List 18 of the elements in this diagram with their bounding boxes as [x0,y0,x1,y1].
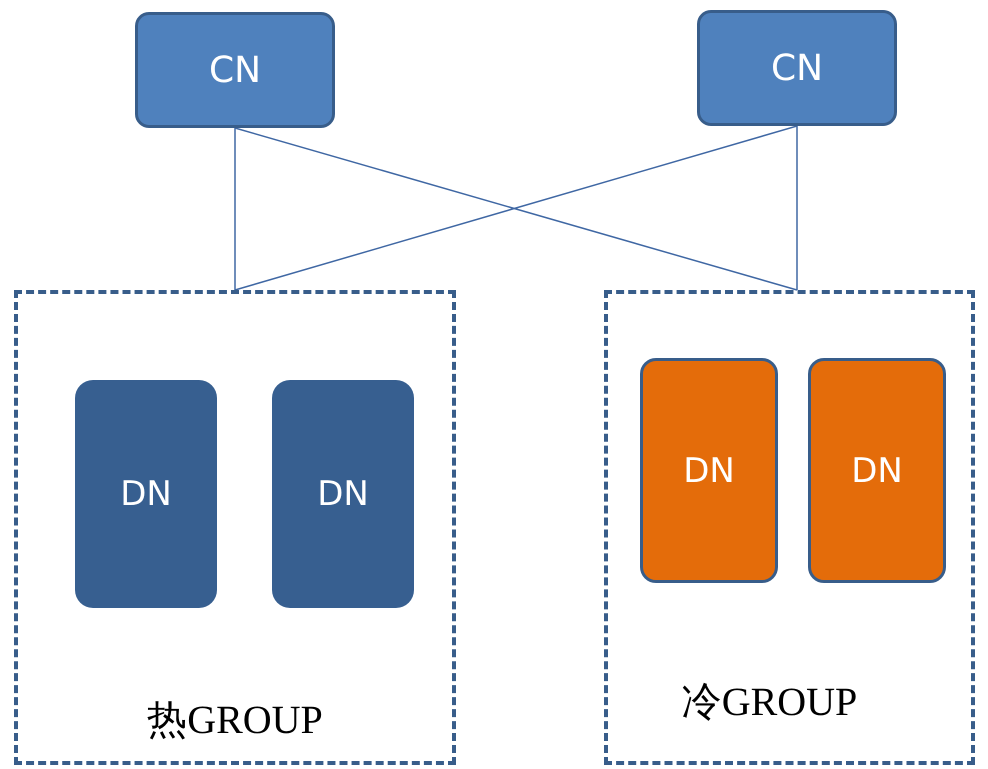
group-box [14,290,456,765]
server-box [697,10,897,126]
node-label: CN [208,50,262,90]
server-box [640,358,778,583]
node-label: CN [770,48,824,88]
server-box [272,380,414,608]
connector-line [796,126,798,290]
group-label: 冷GROUP [680,678,858,726]
server-box [75,380,217,608]
server-box [808,358,946,583]
server-box [135,12,335,128]
node-label: DN [120,474,172,514]
node-label: DN [683,450,735,490]
connector-line [234,128,236,290]
group-label: 热GROUP [146,696,324,744]
group-box [604,290,975,765]
node-label: DN [851,450,903,490]
node-label: DN [317,474,369,514]
